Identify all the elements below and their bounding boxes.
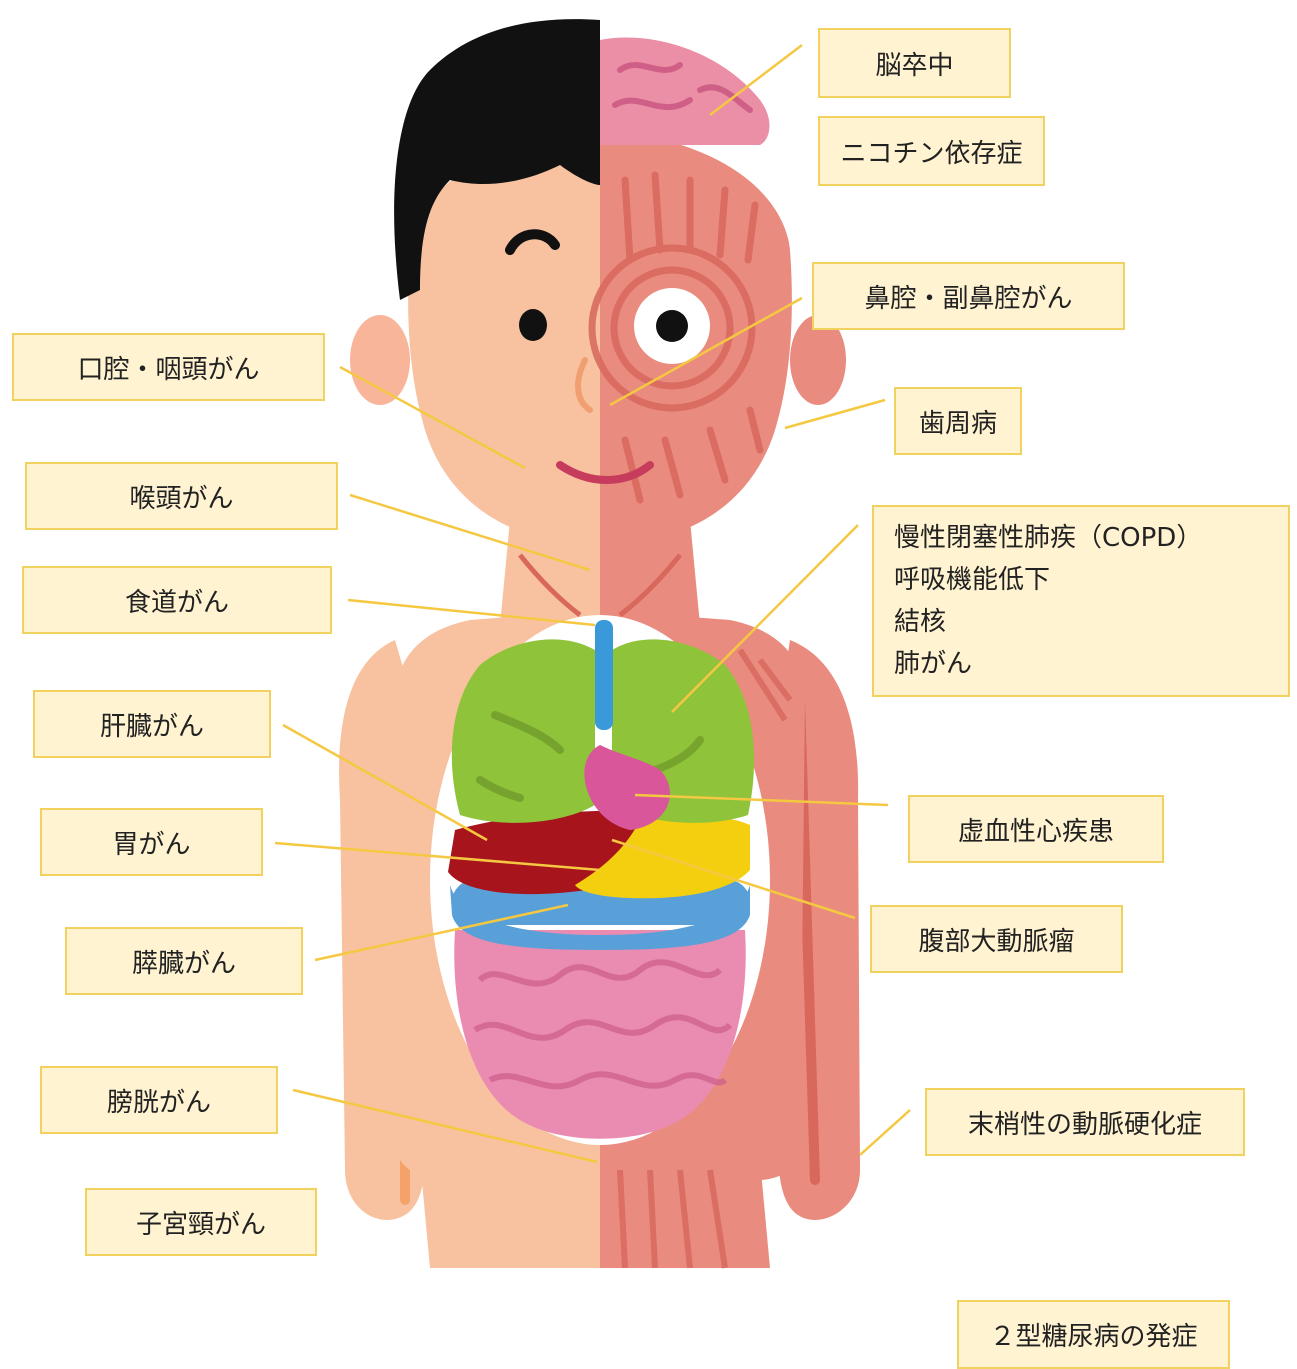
- label-nicotine-dependence: ニコチン依存症: [818, 116, 1045, 186]
- label-liver-cancer: 肝臓がん: [33, 690, 271, 758]
- head: [350, 19, 846, 545]
- label-ischemic-heart-disease: 虚血性心疾患: [908, 795, 1164, 863]
- label-laryngeal-cancer: 喉頭がん: [25, 462, 338, 530]
- label-bladder-cancer: 膀胱がん: [40, 1066, 278, 1134]
- label-respiratory-diseases: 慢性閉塞性肺疾（COPD） 呼吸機能低下 結核 肺がん: [872, 505, 1290, 697]
- label-periodontal-disease: 歯周病: [894, 387, 1022, 455]
- label-peripheral-arteriosclerosis: 末梢性の動脈硬化症: [925, 1088, 1245, 1156]
- label-respiratory-decline: 呼吸機能低下: [894, 559, 1050, 601]
- label-stomach-cancer: 胃がん: [40, 808, 263, 876]
- label-oral-pharyngeal-cancer: 口腔・咽頭がん: [12, 333, 325, 401]
- brain: [600, 38, 769, 146]
- trachea: [595, 620, 613, 730]
- label-esophageal-cancer: 食道がん: [22, 566, 332, 634]
- label-nasal-cancer: 鼻腔・副鼻腔がん: [812, 262, 1125, 330]
- label-tuberculosis: 結核: [894, 601, 946, 643]
- label-cervical-cancer: 子宮頸がん: [85, 1188, 317, 1256]
- label-type2-diabetes: ２型糖尿病の発症: [957, 1300, 1230, 1369]
- label-abdominal-aortic-aneurysm: 腹部大動脈瘤: [870, 905, 1123, 973]
- label-copd: 慢性閉塞性肺疾（COPD）: [894, 517, 1202, 559]
- label-lung-cancer: 肺がん: [894, 643, 972, 685]
- label-pancreatic-cancer: 膵臓がん: [65, 927, 303, 995]
- label-stroke: 脳卒中: [818, 28, 1011, 98]
